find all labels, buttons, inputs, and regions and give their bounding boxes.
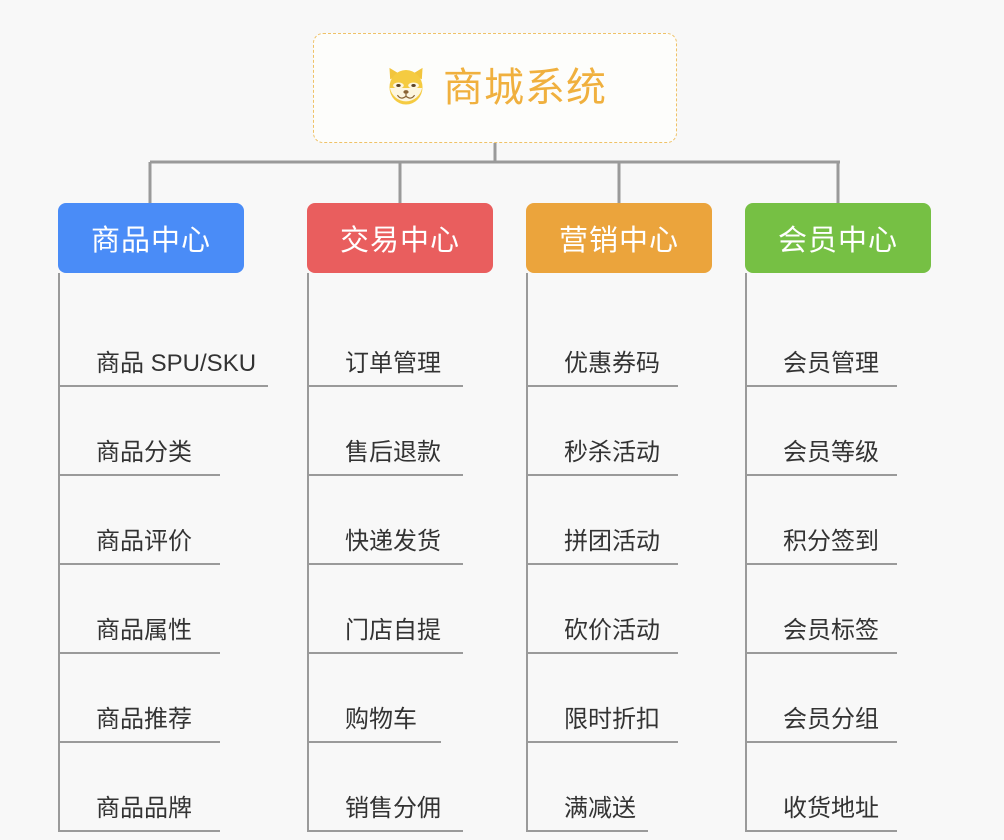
leaf-item[interactable]: 快递发货 xyxy=(307,476,537,565)
leaf-item[interactable]: 商品属性 xyxy=(58,565,288,654)
shiba-dog-face-icon xyxy=(389,67,423,105)
leaf-item[interactable]: 商品分类 xyxy=(58,387,288,476)
leaf-label: 商品推荐 xyxy=(96,706,192,733)
leaf-item[interactable]: 购物车 xyxy=(307,654,537,743)
leaf-underline xyxy=(58,741,220,743)
leaf-underline xyxy=(526,474,678,476)
leaf-label: 会员等级 xyxy=(783,439,879,466)
leaf-label: 会员标签 xyxy=(783,617,879,644)
root-node[interactable]: 商城系统 xyxy=(313,33,677,143)
leaf-label: 快递发货 xyxy=(345,528,441,555)
leaf-label: 商品 SPU/SKU xyxy=(96,350,257,377)
leaf-underline xyxy=(307,563,463,565)
branch-column-1: 交易中心 订单管理 售后退款 快递发货 门店自提 购物车 xyxy=(307,203,537,832)
leaf-item[interactable]: 销售分佣 xyxy=(307,743,537,832)
leaf-item[interactable]: 优惠券码 xyxy=(526,298,756,387)
leaf-list-3: 会员管理 会员等级 积分签到 会员标签 会员分组 收货地址 xyxy=(745,273,975,832)
leaf-item[interactable]: 会员标签 xyxy=(745,565,975,654)
leaf-underline xyxy=(526,652,678,654)
leaf-label: 会员管理 xyxy=(783,350,879,377)
leaf-label: 商品属性 xyxy=(96,617,192,644)
leaf-item[interactable]: 秒杀活动 xyxy=(526,387,756,476)
root-title: 商城系统 xyxy=(443,66,607,110)
leaf-underline xyxy=(526,563,678,565)
category-box-2[interactable]: 营销中心 xyxy=(526,203,712,273)
leaf-underline xyxy=(526,830,648,832)
leaf-underline xyxy=(58,830,220,832)
leaf-underline xyxy=(745,474,897,476)
leaf-underline xyxy=(526,741,678,743)
leaf-underline xyxy=(58,563,220,565)
leaf-item[interactable]: 拼团活动 xyxy=(526,476,756,565)
leaf-underline xyxy=(745,385,897,387)
leaf-item[interactable]: 商品 SPU/SKU xyxy=(58,298,288,387)
leaf-list-0: 商品 SPU/SKU 商品分类 商品评价 商品属性 商品推荐 商品品牌 xyxy=(58,273,288,832)
leaf-item[interactable]: 会员管理 xyxy=(745,298,975,387)
leaf-label: 积分签到 xyxy=(783,528,879,555)
leaf-label: 销售分佣 xyxy=(345,795,441,822)
branch-column-0: 商品中心 商品 SPU/SKU 商品分类 商品评价 商品属性 商品推荐 xyxy=(58,203,288,832)
leaf-underline xyxy=(745,741,897,743)
leaf-label: 收货地址 xyxy=(783,795,879,822)
leaf-item[interactable]: 商品评价 xyxy=(58,476,288,565)
leaf-label: 满减送 xyxy=(564,795,636,822)
leaf-label: 限时折扣 xyxy=(564,706,660,733)
leaf-underline xyxy=(745,563,897,565)
leaf-underline xyxy=(58,385,268,387)
leaf-item[interactable]: 门店自提 xyxy=(307,565,537,654)
leaf-item[interactable]: 满减送 xyxy=(526,743,756,832)
leaf-label: 秒杀活动 xyxy=(564,439,660,466)
leaf-item[interactable]: 限时折扣 xyxy=(526,654,756,743)
branch-spine-2 xyxy=(526,273,528,832)
leaf-item[interactable]: 商品推荐 xyxy=(58,654,288,743)
leaf-item[interactable]: 积分签到 xyxy=(745,476,975,565)
leaf-item[interactable]: 售后退款 xyxy=(307,387,537,476)
leaf-item[interactable]: 砍价活动 xyxy=(526,565,756,654)
leaf-item[interactable]: 商品品牌 xyxy=(58,743,288,832)
leaf-label: 购物车 xyxy=(345,706,417,733)
leaf-underline xyxy=(307,652,463,654)
category-box-1[interactable]: 交易中心 xyxy=(307,203,493,273)
category-box-0[interactable]: 商品中心 xyxy=(58,203,244,273)
leaf-label: 商品分类 xyxy=(96,439,192,466)
leaf-label: 门店自提 xyxy=(345,617,441,644)
leaf-item[interactable]: 会员等级 xyxy=(745,387,975,476)
leaf-label: 优惠券码 xyxy=(564,350,660,377)
leaf-item[interactable]: 会员分组 xyxy=(745,654,975,743)
leaf-underline xyxy=(307,474,463,476)
leaf-underline xyxy=(307,741,441,743)
category-box-3[interactable]: 会员中心 xyxy=(745,203,931,273)
leaf-item[interactable]: 收货地址 xyxy=(745,743,975,832)
leaf-underline xyxy=(58,652,220,654)
leaf-label: 订单管理 xyxy=(345,350,441,377)
leaf-label: 会员分组 xyxy=(783,706,879,733)
leaf-underline xyxy=(745,830,897,832)
leaf-list-1: 订单管理 售后退款 快递发货 门店自提 购物车 销售分佣 xyxy=(307,273,537,832)
leaf-underline xyxy=(307,385,463,387)
leaf-label: 商品评价 xyxy=(96,528,192,555)
branch-column-2: 营销中心 优惠券码 秒杀活动 拼团活动 砍价活动 限时折扣 xyxy=(526,203,756,832)
leaf-underline xyxy=(745,652,897,654)
branch-spine-1 xyxy=(307,273,309,832)
leaf-label: 拼团活动 xyxy=(564,528,660,555)
leaf-item[interactable]: 订单管理 xyxy=(307,298,537,387)
branch-spine-0 xyxy=(58,273,60,832)
leaf-underline xyxy=(307,830,463,832)
leaf-underline xyxy=(58,474,220,476)
leaf-underline xyxy=(526,385,678,387)
leaf-list-2: 优惠券码 秒杀活动 拼团活动 砍价活动 限时折扣 满减送 xyxy=(526,273,756,832)
leaf-label: 砍价活动 xyxy=(564,617,660,644)
branch-spine-3 xyxy=(745,273,747,832)
leaf-label: 商品品牌 xyxy=(96,795,192,822)
branch-column-3: 会员中心 会员管理 会员等级 积分签到 会员标签 会员分组 xyxy=(745,203,975,832)
leaf-label: 售后退款 xyxy=(345,439,441,466)
